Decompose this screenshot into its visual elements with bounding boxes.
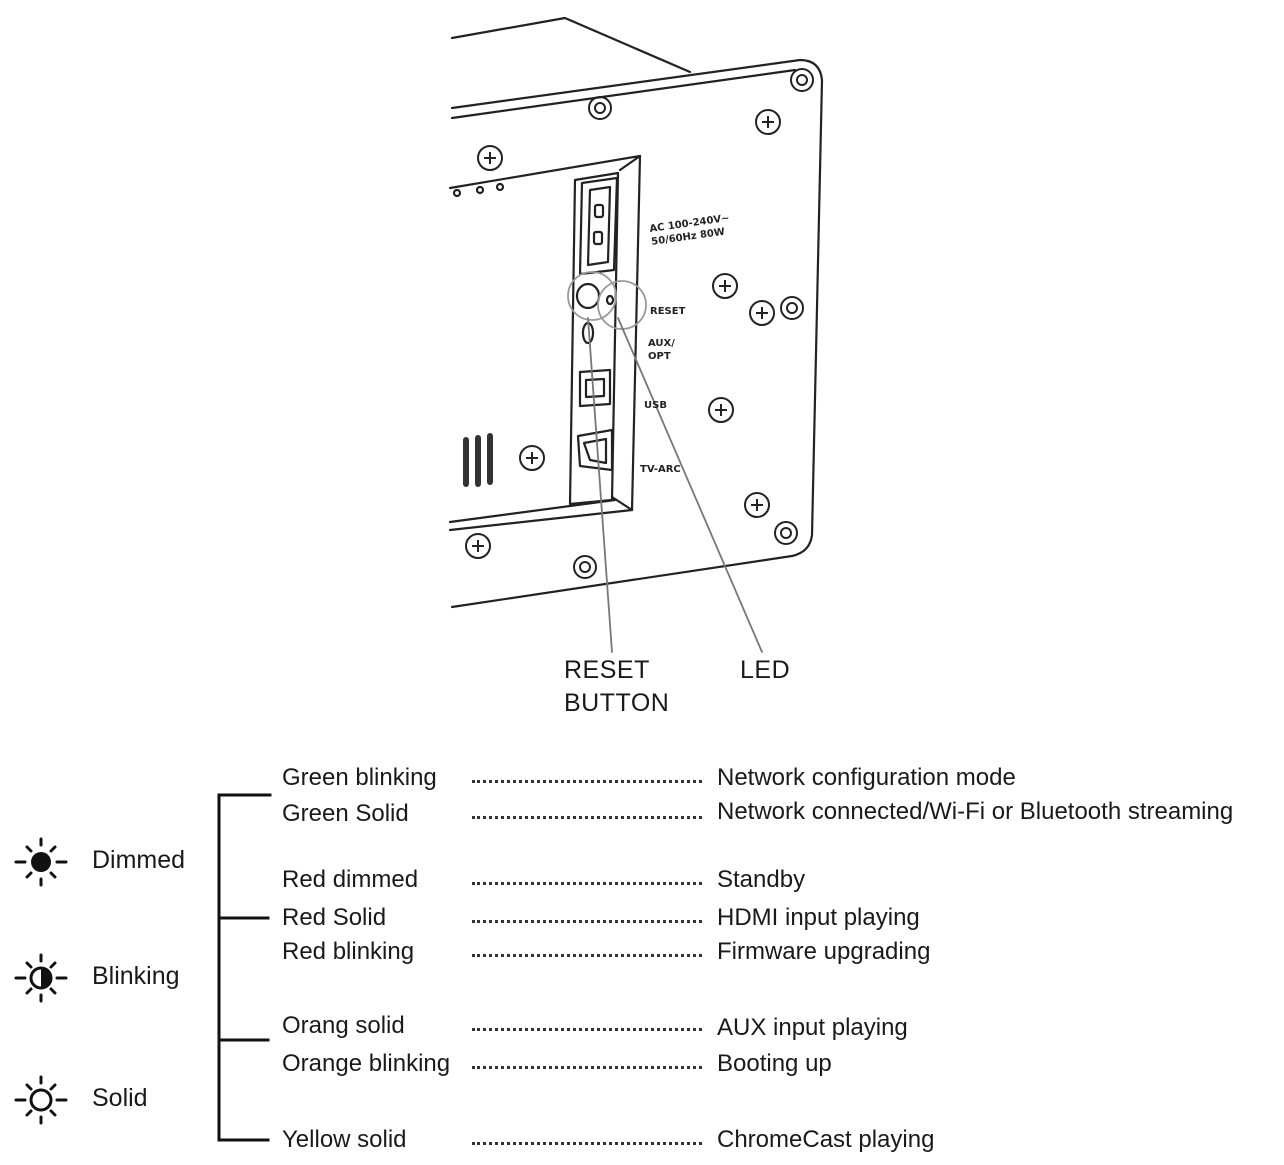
led-state: Orang solid	[282, 1012, 405, 1039]
led-meaning: Network connected/Wi-Fi or Bluetooth str…	[717, 798, 1234, 825]
led-meaning: Firmware upgrading	[717, 938, 931, 965]
panel-label-reset: RESET	[650, 306, 686, 317]
callout-reset-line2: BUTTON	[564, 689, 670, 717]
led-meaning: AUX input playing	[717, 1014, 908, 1041]
dotted-leader	[472, 1028, 702, 1031]
dotted-leader	[472, 920, 702, 923]
screw-icon	[573, 555, 597, 579]
dotted-leader	[472, 780, 702, 783]
led-state: Red Solid	[282, 904, 387, 931]
screw-icon	[744, 492, 770, 518]
sun-filled-icon	[14, 837, 68, 887]
led-state: Yellow solid	[282, 1126, 407, 1153]
rear-panel-illustration: AC 100-240V~ 50/60Hz 80W RESET AUX/ OPT …	[448, 16, 824, 653]
led-meaning: Booting up	[717, 1050, 832, 1077]
screw-icon	[774, 521, 798, 545]
screw-icon	[477, 145, 503, 171]
dotted-leader	[472, 954, 702, 957]
dotted-leader	[472, 816, 702, 819]
legend-label-blinking: Blinking	[92, 962, 180, 990]
led-state: Green Solid	[282, 800, 409, 827]
screw-icon	[712, 273, 738, 299]
dotted-leader	[472, 1142, 702, 1145]
screw-icon	[465, 533, 491, 559]
screw-icon	[588, 96, 612, 120]
led-meaning: HDMI input playing	[717, 904, 920, 931]
sun-outline-icon	[14, 1075, 68, 1125]
sun-half-icon	[14, 953, 68, 1003]
led-state: Red blinking	[282, 938, 415, 965]
panel-label-usb: USB	[644, 400, 667, 411]
callout-reset-line1: RESET	[564, 656, 650, 684]
dotted-leader	[472, 1066, 702, 1069]
panel-label-tv-arc: TV-ARC	[640, 464, 681, 475]
led-meaning: Network configuration mode	[717, 764, 1016, 791]
led-state: Green blinking	[282, 764, 437, 791]
screw-icon	[755, 109, 781, 135]
screw-icon	[790, 68, 814, 92]
led-meaning: ChromeCast playing	[717, 1126, 935, 1153]
panel-label-opt: OPT	[648, 351, 671, 362]
panel-label-aux: AUX/	[648, 338, 675, 349]
dotted-leader	[472, 882, 702, 885]
screw-icon	[749, 300, 775, 326]
legend-label-dimmed: Dimmed	[92, 846, 186, 874]
screw-icon	[708, 397, 734, 423]
callout-reset-button: RESET BUTTON	[564, 654, 669, 720]
led-state: Orange blinking	[282, 1050, 451, 1077]
legend-label-solid: Solid	[92, 1084, 148, 1112]
led-state: Red dimmed	[282, 866, 419, 893]
led-meaning: Standby	[717, 866, 806, 893]
screw-icon	[519, 445, 545, 471]
screw-icon	[780, 296, 804, 320]
callout-led: LED	[740, 656, 791, 684]
